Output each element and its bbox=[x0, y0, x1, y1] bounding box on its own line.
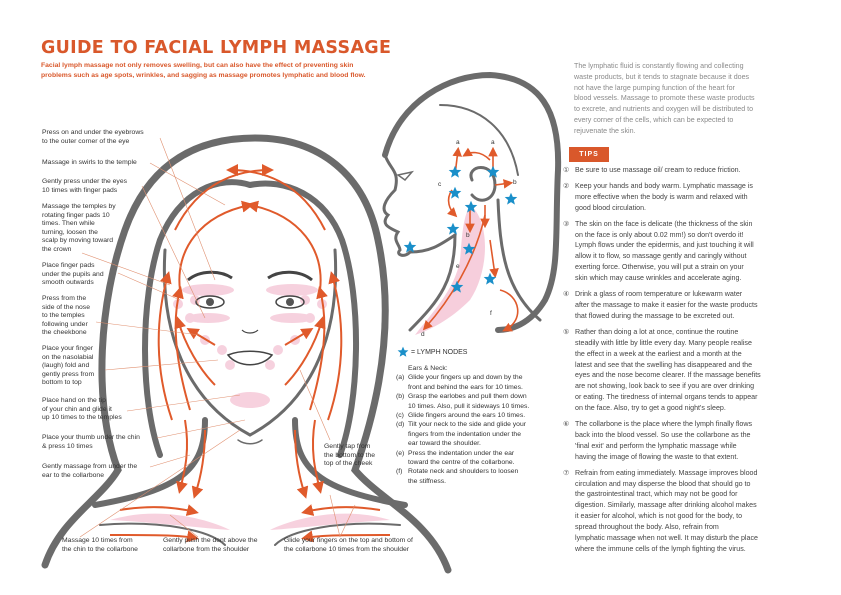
side-face bbox=[382, 153, 457, 257]
side-hair-inner bbox=[439, 104, 519, 176]
label-temples: Massage the temples by rotating finger p… bbox=[42, 203, 116, 253]
hair-outline bbox=[41, 134, 452, 574]
nose bbox=[241, 329, 259, 334]
star-icon bbox=[448, 186, 462, 199]
lymph-nodes-legend: = LYMPH NODES bbox=[397, 346, 467, 358]
front-face-figure bbox=[41, 134, 452, 574]
leader-lines bbox=[79, 137, 356, 538]
star-icon bbox=[504, 192, 518, 205]
legend-text: = LYMPH NODES bbox=[411, 348, 468, 356]
chin-line bbox=[237, 439, 263, 445]
label-tap-cheek: Gently tap from the bottom to the top of… bbox=[324, 443, 376, 468]
star-icon bbox=[446, 222, 460, 235]
left-eyebrow bbox=[187, 270, 233, 282]
ears-neck-item: (e)Press the indentation under the ear t… bbox=[396, 449, 515, 467]
left-eye bbox=[195, 295, 225, 309]
label-under-eyes: Gently press under the eyes 10 times wit… bbox=[42, 178, 128, 194]
mouth bbox=[226, 350, 274, 366]
label-glide-collarbone: Glide your fingers on the top and bottom… bbox=[284, 537, 413, 553]
page-subtitle: Facial lymph massage not only removes sw… bbox=[41, 62, 366, 79]
side-profile-figure bbox=[382, 71, 562, 333]
neck-pink-zone bbox=[415, 205, 485, 335]
star-icon bbox=[448, 165, 462, 178]
label-eyebrows: Press on and under the eyebrows to the o… bbox=[42, 129, 144, 145]
side-neck-back bbox=[496, 198, 542, 322]
label-dent: Gently push the dent above the collarbon… bbox=[163, 537, 258, 553]
neck-left bbox=[92, 417, 208, 508]
side-eye bbox=[396, 170, 415, 182]
label-thumb: Place your thumb under the chin & press … bbox=[42, 434, 140, 450]
marker-e: e bbox=[456, 263, 460, 270]
label-swirls: Massage in swirls to the temple bbox=[42, 159, 137, 166]
side-hair bbox=[382, 71, 562, 333]
marker-b: b bbox=[466, 232, 470, 239]
intro-paragraph: The lymphatic fluid is constantly flowin… bbox=[574, 62, 755, 135]
collarbone-left bbox=[99, 522, 226, 546]
label-pupils: Place finger pads under the pupils and s… bbox=[42, 262, 104, 287]
facial-features bbox=[187, 270, 313, 366]
ears-neck-heading: Ears & Neck: bbox=[408, 365, 448, 372]
ears-neck-item: (a)Glide your fingers up and down by the… bbox=[396, 374, 523, 391]
face-outline bbox=[162, 248, 338, 437]
label-nasolabial: Place your finger on the nasolabial (lau… bbox=[42, 345, 95, 387]
pink-zones bbox=[110, 284, 390, 530]
ears-neck-instructions: Ears & Neck: (a)Glide your fingers up an… bbox=[396, 364, 566, 486]
ears-neck-item: (b)Grasp the earlobes and pull them down… bbox=[396, 393, 530, 410]
label-chin-tip: Place hand on the tip of your chin and g… bbox=[42, 397, 122, 422]
right-eyebrow bbox=[267, 270, 313, 282]
label-chin-collarbone: Massage 10 times from the chin to the co… bbox=[62, 537, 138, 553]
neck-right bbox=[292, 417, 408, 508]
star-icon bbox=[397, 346, 409, 357]
page-title: GUIDE TO FACIAL LYMPH MASSAGE bbox=[41, 38, 392, 58]
marker-f: f bbox=[490, 310, 492, 317]
side-neck-front bbox=[408, 233, 457, 332]
ears-neck-item: (c)Glide fingers around the ears 10 time… bbox=[396, 412, 526, 420]
marker-a: a bbox=[491, 139, 495, 146]
marker-d: d bbox=[421, 331, 425, 338]
front-arrows bbox=[109, 164, 391, 543]
right-eye bbox=[275, 295, 305, 309]
label-ear-collarbone: Gently massage from under the ear to the… bbox=[42, 463, 138, 479]
marker-a: a bbox=[456, 139, 460, 146]
collarbone-right bbox=[274, 522, 401, 546]
label-nose: Press from the side of the nose to the t… bbox=[42, 295, 90, 337]
ears-neck-item: (f)Rotate neck and shoulders to loosen t… bbox=[396, 468, 519, 485]
marker-b: b bbox=[513, 179, 517, 186]
tips-badge: TIPS bbox=[569, 147, 609, 162]
marker-c: c bbox=[438, 181, 442, 188]
ears-neck-item: (d)Tilt your neck to the side and glide … bbox=[396, 421, 527, 448]
